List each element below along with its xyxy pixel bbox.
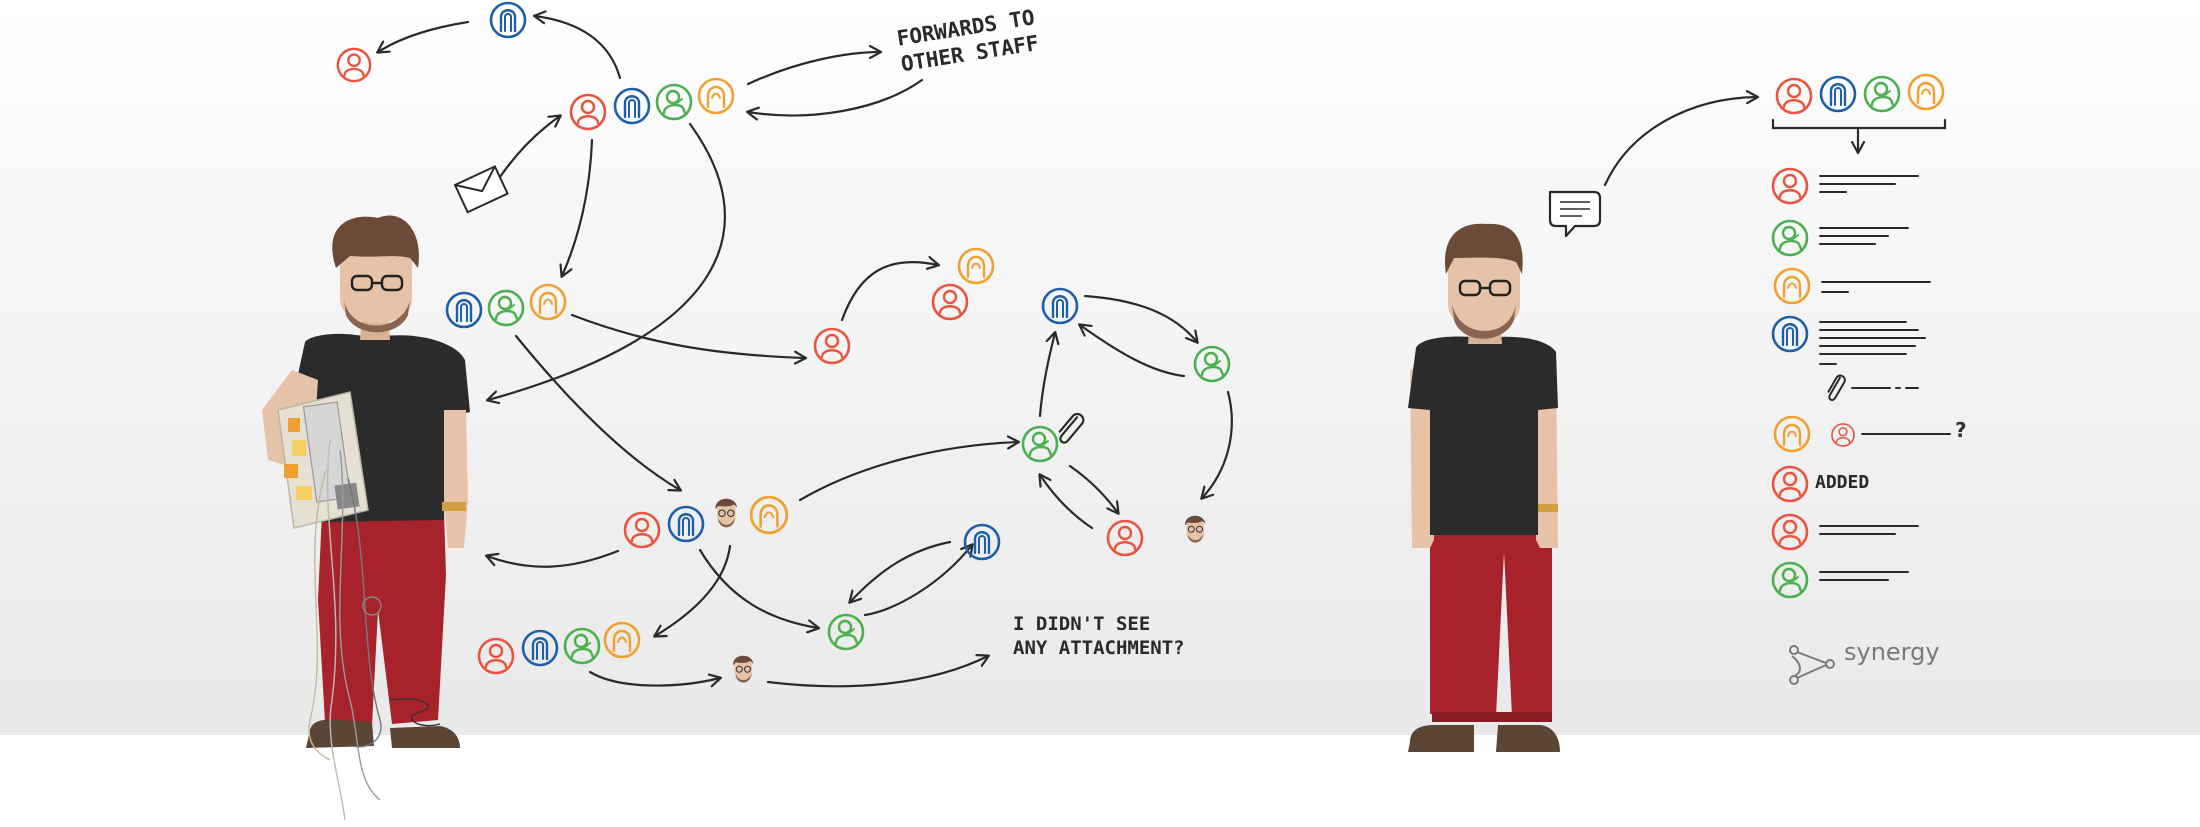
person-avatar-icon [569,93,607,131]
avatar-cycle [1021,287,1231,557]
attachment-line-1: I DIDN'T SEE [1013,613,1151,635]
arrow-to-attachment [798,442,1018,502]
attachment-line-2: ANY ATTACHMENT? [1013,637,1185,659]
avatar-cluster-top [336,1,735,131]
person-avatar-icon [445,291,483,329]
person-avatar-icon [1771,513,1809,551]
person-avatar-icon [477,637,515,675]
person-avatar-icon [487,289,525,327]
team-bracket [1771,118,1947,130]
arrow-chat-to-team [1603,97,1757,187]
person-avatar-icon [1775,77,1813,115]
arrow-loop-in [1040,475,1094,530]
person-avatar-icon [697,77,735,115]
calm-person-figure [1408,223,1560,752]
person-avatar-icon [1041,287,1079,325]
arrow-mail-in [496,116,560,182]
face-avatar-icon [1184,515,1207,544]
person-avatar-icon [489,1,527,39]
arrow-loop-up [1038,333,1055,418]
arrow-forward-top [378,20,470,52]
person-avatar-icon [1021,425,1059,463]
person-avatar-icon [1831,423,1855,447]
person-avatar-icon [1193,345,1231,383]
person-avatar-icon [623,511,661,549]
avatar-cluster-mid [813,247,995,365]
arrow-down-group [562,138,594,276]
person-avatar-icon [529,283,567,321]
overflowing-papers [277,391,369,529]
person-avatar-icon [655,83,693,121]
person-avatar-icon [1106,519,1144,557]
person-avatar-icon [1773,415,1811,453]
arrow-return-left [487,549,620,568]
person-avatar-icon [563,627,601,665]
person-avatar-icon [957,247,995,285]
message-list [1771,167,1951,599]
team-header [1775,73,1945,115]
arrow-group-down [514,334,680,490]
paperclip-icon [1827,374,1846,402]
speech-bubble-icon [1548,190,1602,238]
arrow-forwards-back [748,78,924,115]
stressed-person-figure [262,215,470,821]
avatar-cluster-bottom [477,621,755,684]
arrow-long-loop [488,122,726,400]
tangled-cables [308,439,441,821]
person-avatar-icon [1819,75,1857,113]
arrow-bottom-out [588,670,720,686]
person-avatar-icon [1771,167,1809,205]
person-avatar-icon [667,505,705,543]
arrow-cross-a [655,544,732,636]
brand-name: synergy [1844,638,1940,666]
brand: synergy [1788,638,1940,666]
arrow-cycle-a [863,545,972,617]
face-avatar-icon [732,655,755,684]
person-avatar-icon [1771,219,1809,257]
arrow-loop-right [1083,294,1197,342]
avatar-cluster-mid-left [445,283,567,329]
envelope-icon [453,165,509,214]
person-avatar-icon [336,47,372,83]
missing-attachment-note: I DIDN'T SEE ANY ATTACHMENT? [1013,612,1185,660]
arrow-cycle-b [850,540,952,602]
workflow-arrows [378,16,1858,686]
question-mark: ? [1955,418,1967,442]
avatar-cluster-cross [827,523,1001,651]
person-avatar-icon [1773,267,1811,305]
person-avatar-icon [1863,75,1901,113]
arrow-cross-b [698,548,818,628]
person-avatar-icon [963,523,1001,561]
person-avatar-icon [1771,315,1809,353]
arrow-bottom-long [766,656,988,688]
paperclip-icon [1058,412,1085,444]
person-avatar-icon [1771,561,1809,599]
arrow-forwards-out [746,52,880,86]
person-avatar-icon [813,327,851,365]
arrow-loop-back [1080,325,1186,378]
person-avatar-icon [1907,73,1945,111]
person-avatar-icon [613,87,651,125]
added-label: ADDED [1815,472,1870,493]
person-avatar-icon [931,283,969,321]
person-avatar-icon [603,621,641,659]
arrow-up-right [840,262,938,322]
arrow-loop-out [1068,464,1118,513]
arrow-loop-down [1202,390,1233,498]
person-avatar-icon [749,495,789,535]
person-avatar-icon [1771,465,1809,503]
person-avatar-icon [521,629,559,667]
synergy-logo-icon [1789,645,1835,685]
arrow-up-recipient [535,16,622,80]
arrow-group-right [570,313,805,358]
person-avatar-icon [827,613,865,651]
avatar-cluster-center [623,495,789,549]
face-avatar-icon [714,498,738,528]
